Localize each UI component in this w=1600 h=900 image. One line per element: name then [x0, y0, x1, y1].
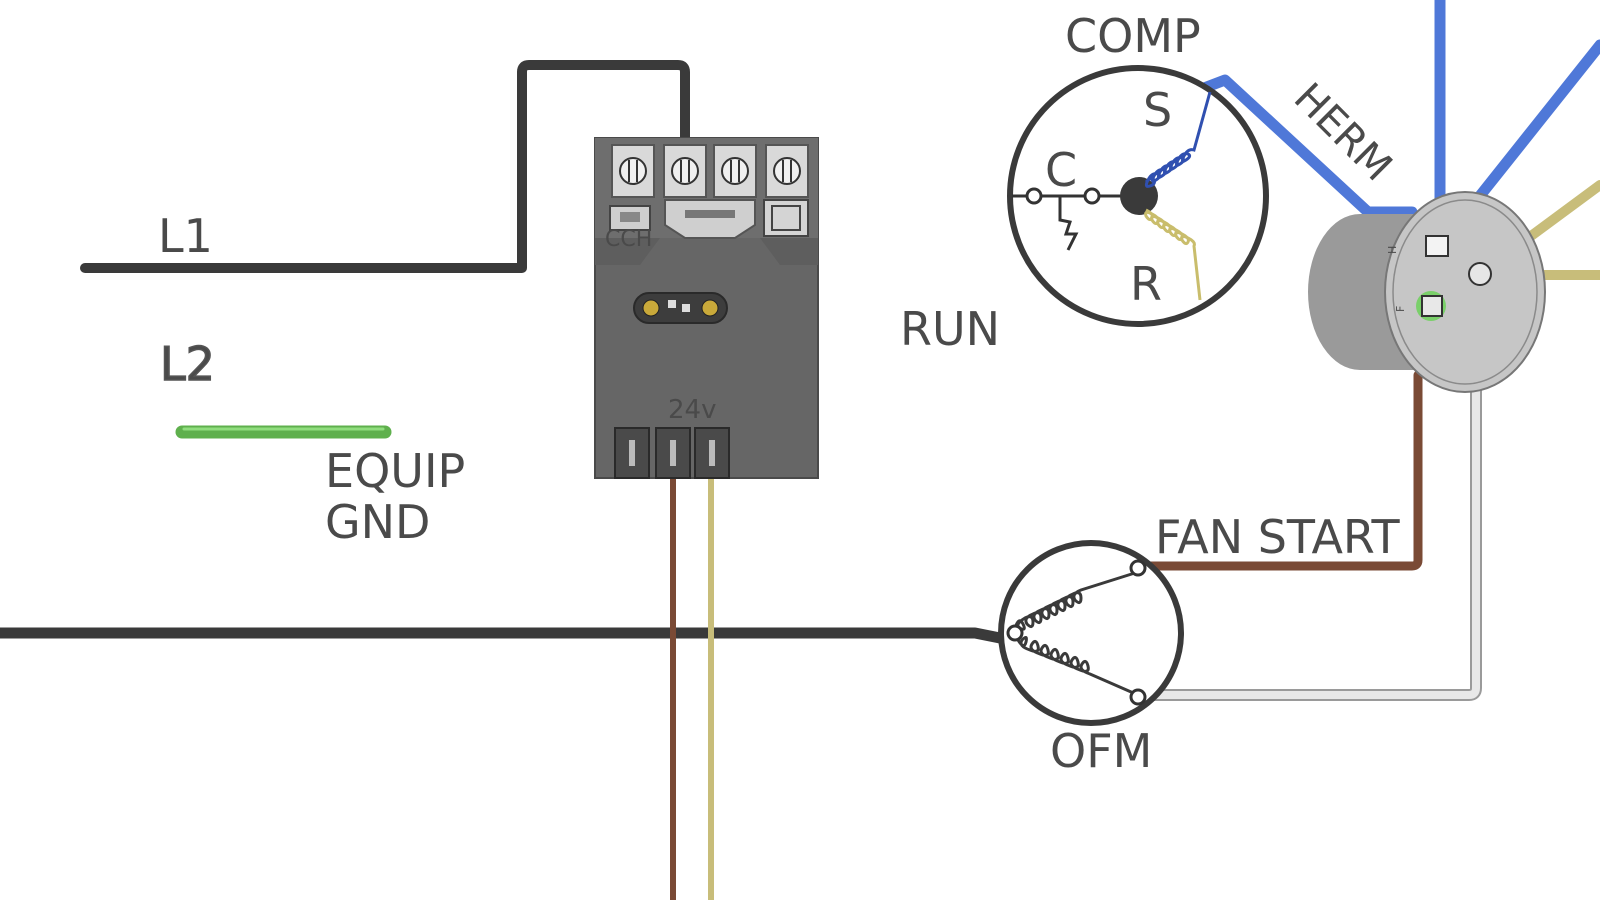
ofm-start-winding — [1013, 570, 1139, 631]
terminal-c-label: C — [1045, 143, 1077, 197]
coil-terminals — [614, 427, 730, 479]
run-capacitor — [1308, 191, 1546, 393]
ofm-symbol — [998, 540, 1184, 726]
control-voltage-label: 24v — [668, 395, 716, 425]
ofm-label: OFM — [1050, 724, 1152, 778]
run-winding — [1144, 208, 1202, 301]
terminal-r-label: R — [1130, 257, 1162, 311]
cap-h-label: H — [1386, 246, 1399, 254]
cap-common-terminal — [1468, 262, 1492, 286]
l2-label: L2 — [160, 337, 215, 391]
compressor-symbol — [1007, 65, 1269, 327]
l1-wire — [80, 60, 690, 273]
cch-label: CCH — [605, 227, 652, 252]
cap-f-label: F — [1394, 306, 1407, 312]
equip-gnd-label-line2: GND — [325, 495, 430, 549]
contactor-terminals — [611, 144, 809, 198]
run-label: RUN — [900, 302, 1000, 356]
cap-herm-terminal — [1425, 235, 1449, 257]
terminal-s-label: S — [1143, 83, 1172, 137]
equip-gnd-label-line1: EQUIP — [325, 444, 465, 498]
fan-start-label: FAN START — [1155, 510, 1401, 564]
contactor — [594, 137, 819, 479]
l1-label: L1 — [158, 209, 213, 263]
comp-label: COMP — [1065, 9, 1201, 63]
fan-start-wire — [1135, 307, 1440, 571]
start-winding — [1144, 91, 1212, 188]
ofm-run-winding — [1016, 635, 1139, 697]
herm-label: HERM — [1285, 75, 1401, 191]
l2-line-wire — [0, 627, 1016, 646]
